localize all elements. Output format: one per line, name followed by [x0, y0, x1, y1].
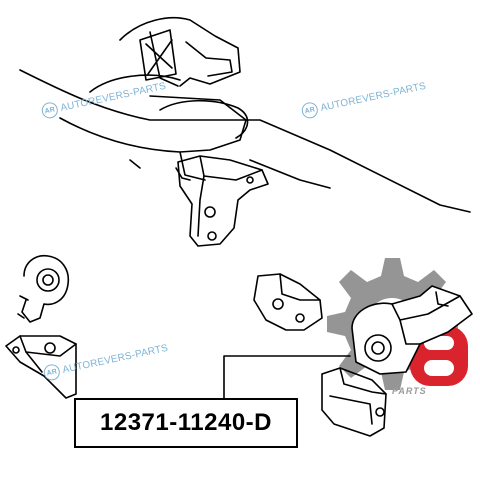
right-upper-bracket [253, 273, 323, 331]
front-mount-bracket [175, 155, 269, 247]
watermark-logo-icon: AR [42, 362, 62, 382]
lower-right-bracket [321, 367, 387, 437]
leader-line [223, 355, 351, 399]
rear-mount-assembly [351, 285, 473, 375]
watermark-logo-icon: AR [40, 100, 60, 120]
left-lower-bracket [5, 335, 77, 399]
brand-parts-text: PARTS [392, 386, 427, 396]
part-number-label: 12371-11240-D [74, 398, 298, 448]
left-round-mount [17, 254, 70, 323]
engine-block-outline [19, 17, 471, 213]
watermark-logo-icon: AR [300, 100, 320, 120]
